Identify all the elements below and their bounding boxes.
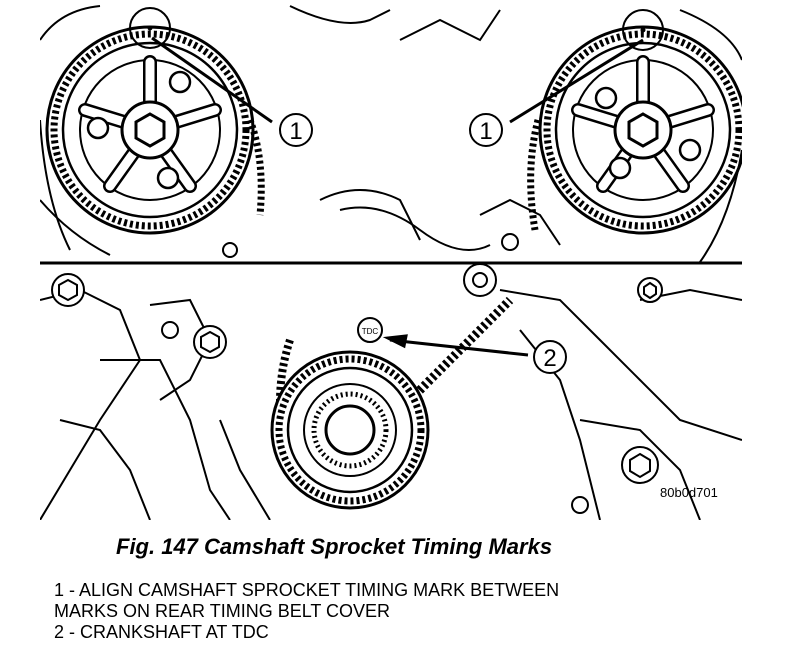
- left-camshaft-sprocket: [45, 7, 255, 235]
- callout-1-right-number: 1: [479, 118, 492, 145]
- figure-caption: Fig. 147 Camshaft Sprocket Timing Marks: [116, 534, 553, 559]
- legend-item-1-line-2: MARKS ON REAR TIMING BELT COVER: [54, 601, 391, 621]
- tdc-mark-label: TDC: [362, 327, 379, 336]
- callout-1-right-circle: [469, 113, 503, 147]
- crankshaft-sprocket: [270, 317, 430, 510]
- callout-leaders: [151, 36, 644, 357]
- bolt-heads: [51, 233, 663, 514]
- figure-legend: 1 - ALIGN CAMSHAFT SPROCKET TIMING MARK …: [54, 580, 559, 643]
- engine-timing-illustration: 1 1 2 TDC 80b0d701: [40, 0, 742, 520]
- legend-item-1-line-1: 1 - ALIGN CAMSHAFT SPROCKET TIMING MARK …: [54, 580, 560, 600]
- timing-belt: [246, 118, 542, 502]
- callout-1-left-number: 1: [289, 118, 302, 145]
- callout-1-left-circle: [279, 113, 313, 147]
- right-camshaft-sprocket: [538, 9, 742, 235]
- legend-item-2: 2 - CRANKSHAFT AT TDC: [54, 622, 269, 642]
- callout-2-number: 2: [543, 345, 556, 372]
- callout-2-circle: [533, 340, 567, 374]
- engine-block-outline: [40, 5, 742, 520]
- figure-reference-code: 80b0d701: [660, 485, 718, 500]
